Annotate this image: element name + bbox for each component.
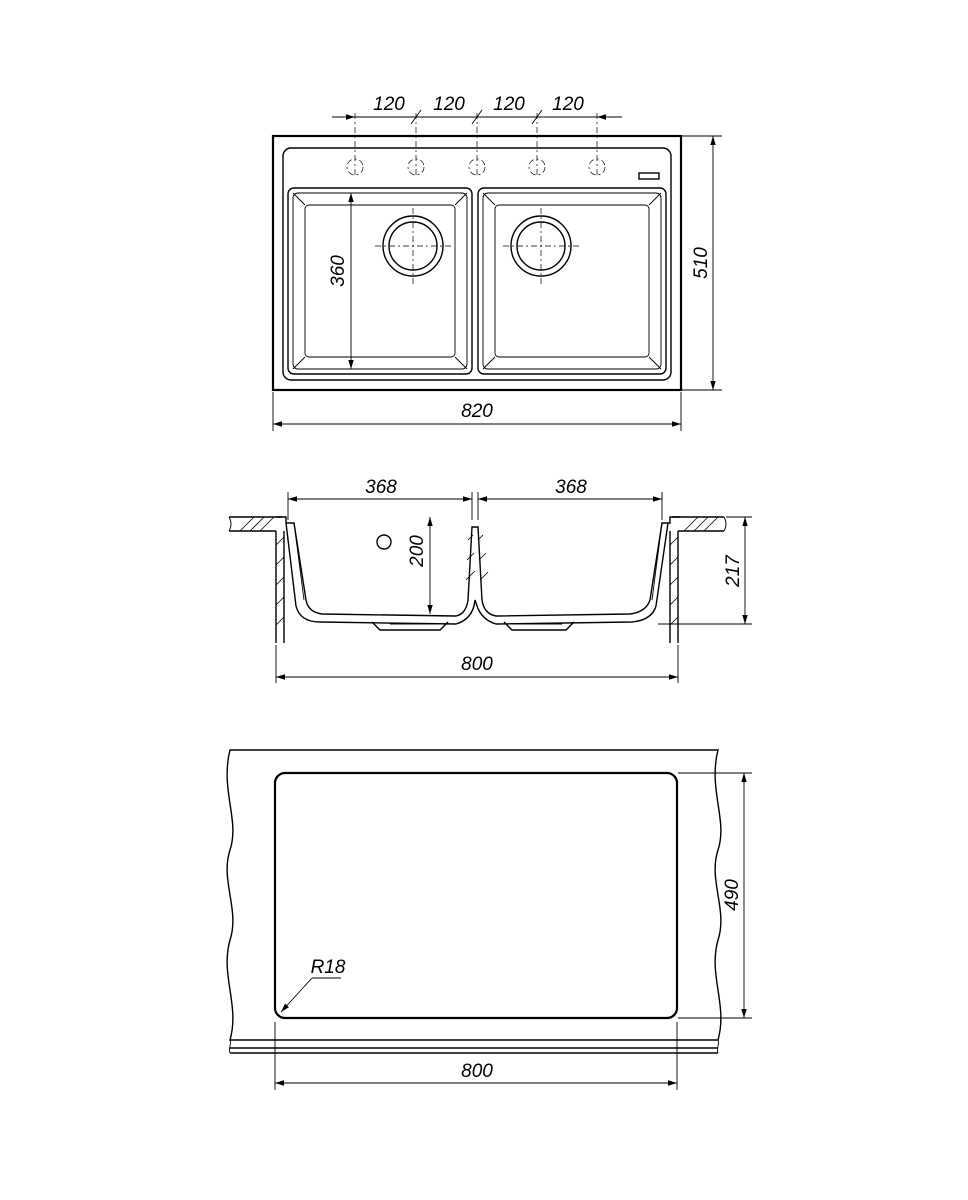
dim-label: 120 — [493, 94, 525, 115]
dim-label: 820 — [461, 401, 493, 422]
cabinet-walls — [275, 531, 679, 643]
top-view: 120 120 120 120 360 510 820 — [271, 94, 722, 431]
countertop-left — [228, 516, 282, 532]
dim-label: 120 — [373, 94, 405, 115]
dimension-bowl-depth: 360 — [328, 193, 354, 369]
dimension-height: 510 — [681, 135, 722, 391]
dim-label: 360 — [328, 255, 349, 287]
dim-label: 800 — [461, 654, 493, 675]
dim-label: 120 — [552, 94, 584, 115]
dimension-cutout-width: 800 — [274, 1022, 678, 1090]
cutout-outline — [273, 771, 679, 1020]
left-bowl — [287, 187, 473, 375]
countertop-outline — [226, 749, 722, 1041]
overflow-slot — [638, 172, 660, 180]
countertop-right — [672, 516, 727, 532]
right-bowl — [477, 187, 667, 375]
dim-label: 120 — [433, 94, 465, 115]
dimension-cutout-height: 490 — [678, 772, 752, 1019]
dim-label: 490 — [722, 879, 743, 911]
dim-label: 217 — [723, 554, 744, 588]
dim-label: R18 — [311, 957, 346, 978]
section-view: 368 368 200 217 800 — [228, 477, 752, 683]
dim-label: 800 — [461, 1061, 493, 1082]
dim-label: 510 — [691, 247, 712, 279]
dimension-section-width: 800 — [275, 645, 679, 683]
cutout-view: R18 490 800 — [226, 749, 752, 1090]
dimension-bowl-widths: 368 368 — [287, 477, 663, 520]
dimension-corner-radius: R18 — [280, 957, 346, 1013]
dimension-hole-spacing: 120 120 120 120 — [332, 94, 622, 125]
dim-label: 368 — [555, 477, 587, 498]
drain-outer — [382, 215, 444, 277]
sink-section-profile — [276, 516, 680, 631]
dimension-width: 820 — [272, 392, 682, 431]
faucet-holes — [346, 113, 606, 178]
overflow-hole — [376, 534, 392, 550]
dimension-total-height: 217 — [658, 516, 752, 625]
drain-outer — [510, 215, 572, 277]
dimension-bowl-depth-section: 200 — [407, 517, 433, 614]
sink-deck-outline — [282, 147, 672, 381]
dim-label: 200 — [407, 535, 428, 568]
dim-label: 368 — [365, 477, 397, 498]
